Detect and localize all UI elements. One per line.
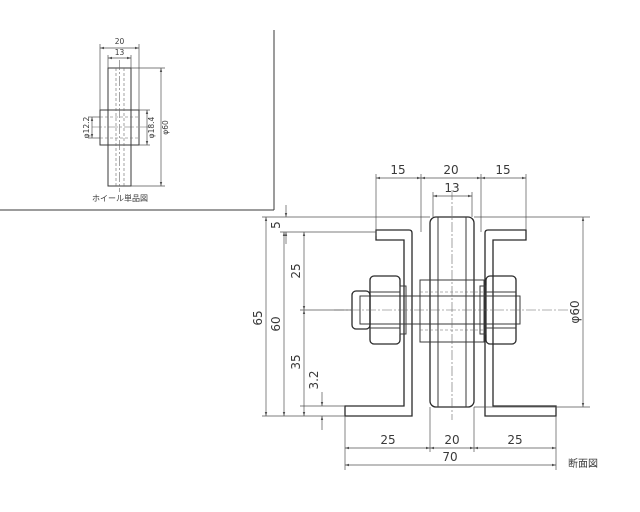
dim-overall-60: 60	[269, 316, 283, 331]
dim-top-right: 15	[495, 163, 510, 177]
dim-wheel-outer-dia: φ60	[161, 120, 170, 135]
dim-wheel-bore: φ12.2	[82, 116, 91, 138]
section-view	[334, 190, 580, 420]
dim-flange-gap: 5	[269, 221, 283, 229]
dim-top-center: 20	[443, 163, 458, 177]
dim-wheel-overall-width: 20	[115, 37, 125, 46]
wheel-view-caption: ホイール単品図	[92, 193, 148, 203]
dim-wheel-hub-dia: φ18.4	[147, 116, 156, 138]
section-dimension-lines	[262, 174, 590, 470]
wheel-detail-view	[88, 44, 165, 192]
wheel-detail-labels: 20 13 φ12.2 φ18.4 φ60 ホイール単品図	[82, 37, 170, 203]
dim-wheel-width: 13	[444, 181, 459, 195]
section-view-caption: 断面図	[568, 457, 598, 470]
dim-thickness: 3.2	[307, 370, 321, 389]
dim-bottom-left: 25	[380, 433, 395, 447]
dim-overall-width: 70	[442, 450, 457, 464]
dim-upper-height: 25	[289, 263, 303, 278]
dim-bottom-right: 25	[507, 433, 522, 447]
dim-outer-dia: φ60	[568, 300, 582, 323]
dim-bottom-center: 20	[444, 433, 459, 447]
dim-lower-height: 35	[289, 354, 303, 369]
section-dimension-labels: 15 20 15 13 5 65 60 25 35 3.2 φ60 25 20 …	[251, 163, 598, 470]
dim-wheel-hub-width: 13	[115, 48, 125, 57]
dim-overall-65: 65	[251, 310, 265, 325]
detail-frame	[0, 30, 275, 211]
dim-top-left: 15	[390, 163, 405, 177]
